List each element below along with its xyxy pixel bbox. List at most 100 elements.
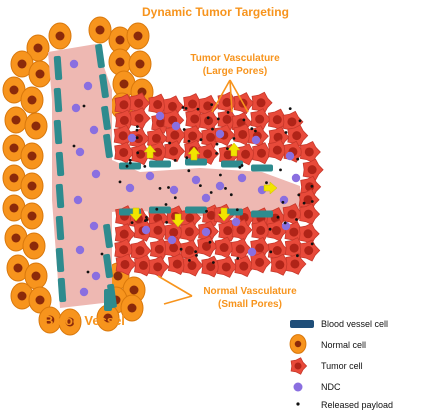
legend-label-normal-cell: Normal cell bbox=[321, 340, 367, 350]
normal-cell-nucleus bbox=[9, 85, 19, 95]
tumor-cell-nucleus bbox=[256, 225, 266, 235]
tumor-vasculature-label: Tumor Vasculature bbox=[190, 53, 280, 64]
payload-dot bbox=[296, 254, 299, 258]
normal-cell-nucleus bbox=[113, 271, 123, 281]
vessel-wall-cell bbox=[103, 253, 113, 279]
tumor-cell-nucleus bbox=[170, 130, 180, 140]
normal-cell-nucleus bbox=[27, 95, 37, 105]
payload-dot bbox=[143, 165, 147, 168]
vessel-wall-cell bbox=[103, 223, 113, 249]
tumor-cell-nucleus bbox=[241, 149, 251, 159]
released-payload-icon bbox=[296, 402, 300, 406]
payload-dot bbox=[184, 107, 188, 110]
payload-dot bbox=[268, 227, 272, 231]
payload-dot bbox=[254, 129, 257, 133]
tumor-cell-nucleus bbox=[222, 114, 232, 124]
payload-dot bbox=[125, 164, 129, 168]
payload-dot bbox=[168, 141, 172, 145]
payload-dot bbox=[242, 118, 246, 122]
payload-dot bbox=[173, 159, 177, 162]
callout-line bbox=[229, 79, 249, 113]
normal-vasculature-sublabel: (Small Pores) bbox=[218, 299, 282, 310]
tumor-cell-nucleus bbox=[151, 133, 161, 143]
payload-dot bbox=[205, 209, 208, 213]
normal-cell-icon bbox=[289, 334, 307, 354]
payload-dot bbox=[136, 151, 140, 155]
payload-dot bbox=[232, 137, 236, 140]
normal-cell-nucleus bbox=[31, 271, 41, 281]
payload-dot bbox=[236, 257, 240, 260]
ndc-particle bbox=[247, 247, 257, 257]
payload-dot bbox=[185, 156, 189, 160]
normal-cell-nucleus bbox=[29, 241, 39, 251]
tumor-cell-nucleus bbox=[153, 147, 163, 157]
payload-dot bbox=[145, 216, 148, 219]
vessel-wall-cell bbox=[221, 160, 243, 168]
tumor-cell-nucleus bbox=[303, 209, 313, 219]
tumor-cell-nucleus bbox=[256, 148, 266, 158]
vessel-wall-cell bbox=[55, 215, 65, 241]
pore-arrow bbox=[129, 207, 143, 222]
blood-vessel-cell-icon bbox=[290, 320, 314, 328]
tumor-cell-nucleus bbox=[134, 98, 144, 108]
tumor-cell-nucleus bbox=[292, 131, 302, 141]
payload-dot bbox=[128, 161, 132, 165]
payload-dot bbox=[167, 186, 170, 189]
payload-dot bbox=[281, 200, 285, 204]
payload-dot bbox=[211, 127, 214, 131]
ndc-particle bbox=[237, 173, 247, 183]
vessel-wall-cells bbox=[53, 43, 273, 311]
payload-dot bbox=[238, 165, 242, 169]
normal-cell-nucleus bbox=[127, 303, 137, 313]
ndc-particle bbox=[215, 129, 225, 139]
tumor-cell-nucleus bbox=[153, 225, 163, 235]
payload-dot bbox=[229, 193, 233, 197]
tumor-cell-nucleus bbox=[136, 149, 146, 159]
tumor-cell-nucleus bbox=[184, 245, 194, 255]
payload-dot bbox=[302, 201, 306, 205]
ndc-particle bbox=[71, 103, 81, 113]
tumor-cell-nucleus bbox=[119, 115, 129, 125]
ndc-particle bbox=[285, 151, 295, 161]
normal-cell-nucleus bbox=[95, 25, 105, 35]
vessel-wall-cell bbox=[99, 73, 109, 99]
normal-cell-nucleus bbox=[11, 115, 21, 125]
tumor-cell-nucleus bbox=[304, 245, 314, 255]
ndc-particle bbox=[89, 221, 99, 231]
pore-arrow bbox=[217, 207, 231, 222]
ndc-particle bbox=[167, 235, 177, 245]
vessel-wall-cell bbox=[185, 206, 207, 214]
payload-dot bbox=[188, 259, 191, 262]
vessel-wall-cell bbox=[57, 277, 67, 303]
normal-cell-nucleus bbox=[55, 31, 65, 41]
payload-dot bbox=[219, 173, 222, 177]
tumor-cell-nucleus bbox=[289, 243, 299, 253]
ndc-particles bbox=[69, 59, 301, 297]
payload-dot bbox=[194, 250, 198, 254]
tumor-cell-nucleus bbox=[221, 262, 231, 272]
payload-dot bbox=[86, 270, 90, 274]
tumor-cell-nucleus bbox=[219, 243, 229, 253]
payload-dot bbox=[155, 207, 159, 211]
payload-dot bbox=[208, 240, 212, 244]
tumor-cell-nucleus bbox=[156, 118, 166, 128]
pore-arrow bbox=[171, 213, 185, 228]
payload-dot bbox=[224, 187, 227, 190]
legend-label-released-payload: Released payload bbox=[321, 400, 394, 410]
payload-dot bbox=[284, 131, 288, 134]
payload-dot bbox=[173, 196, 177, 200]
tumor-cell-nucleus bbox=[153, 262, 163, 272]
blood-vessel-label: Blood Vessel bbox=[44, 313, 125, 328]
tumor-cell-nucleus bbox=[203, 101, 213, 111]
normal-cell-nucleus bbox=[9, 203, 19, 213]
normal-cell-nucleus bbox=[115, 57, 125, 67]
payload-dot bbox=[209, 191, 213, 194]
tumor-cell-nucleus bbox=[255, 114, 265, 124]
callout-line bbox=[157, 275, 193, 297]
tumor-cell-nucleus bbox=[294, 362, 302, 370]
diagram-title: Dynamic Tumor Targeting bbox=[142, 5, 289, 19]
tumor-cell-nucleus bbox=[287, 117, 297, 127]
payload-dot bbox=[212, 261, 215, 264]
ndc-particle bbox=[215, 181, 225, 191]
payload-dot bbox=[82, 104, 86, 108]
